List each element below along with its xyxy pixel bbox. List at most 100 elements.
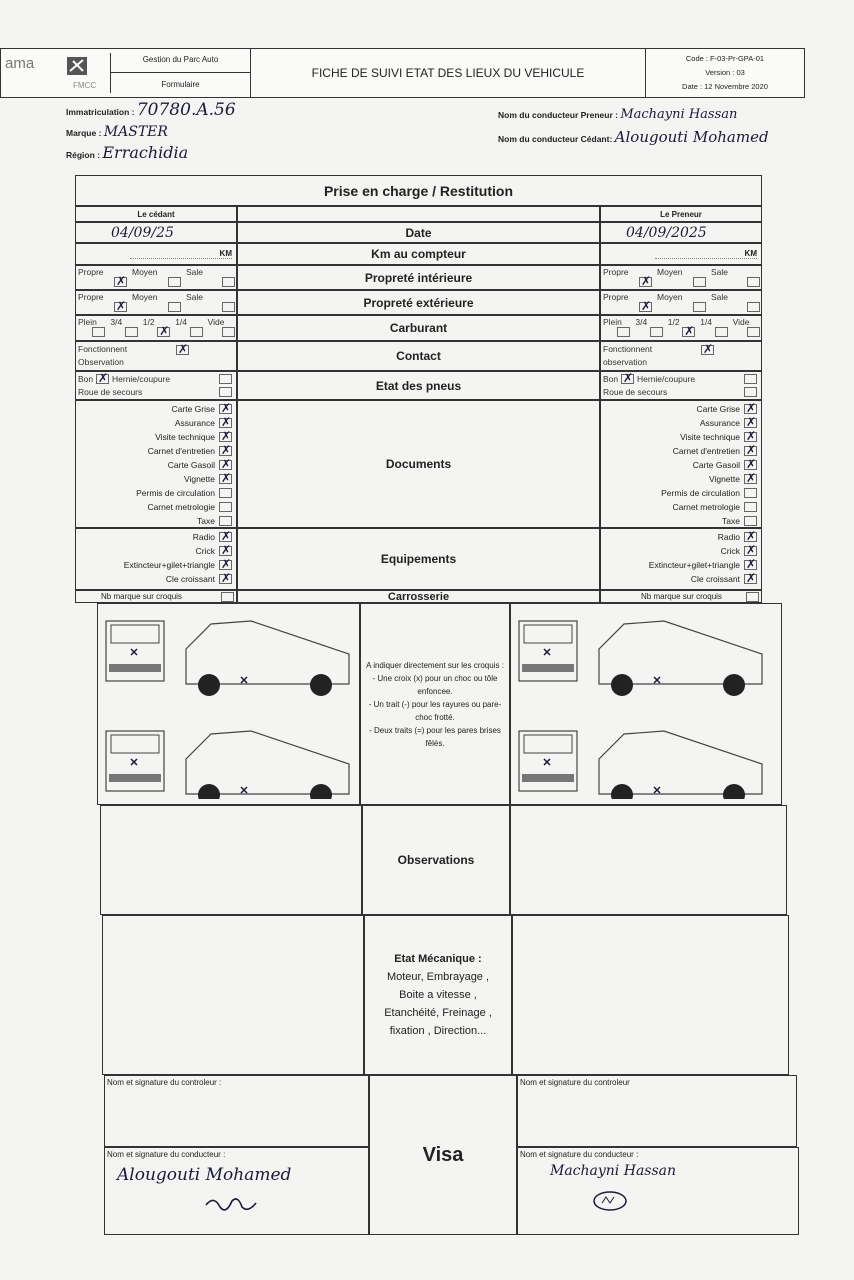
- van-bumper: [109, 664, 161, 672]
- checkbox[interactable]: [744, 557, 757, 571]
- row-label-carrosserie: Carrosserie: [237, 590, 600, 603]
- cedant-date[interactable]: 04/09/25: [75, 222, 237, 243]
- checkbox[interactable]: [747, 327, 760, 337]
- checkbox[interactable]: [219, 516, 232, 526]
- cedant-equipements[interactable]: RadioCrickExtincteur+gilet+triangleCle c…: [75, 528, 237, 590]
- checkbox[interactable]: [744, 502, 757, 512]
- cedant-prop_ext[interactable]: PropreMoyenSale: [75, 290, 237, 315]
- checkbox[interactable]: [222, 327, 235, 337]
- checkbox[interactable]: [693, 302, 706, 312]
- checkbox[interactable]: [168, 302, 181, 312]
- checkbox[interactable]: [746, 591, 759, 602]
- checkbox[interactable]: [744, 387, 757, 397]
- checkbox[interactable]: [744, 516, 757, 526]
- item-label: Cle croissant: [165, 574, 215, 584]
- preneur-prop_int[interactable]: PropreMoyenSale: [600, 265, 762, 290]
- km-field[interactable]: KM: [654, 249, 757, 259]
- cedant-carrosserie[interactable]: Nb marque sur croquis: [75, 590, 237, 603]
- checkbox[interactable]: [744, 401, 757, 415]
- cedant-prop_int[interactable]: PropreMoyenSale: [75, 265, 237, 290]
- checkbox[interactable]: [219, 557, 232, 571]
- sketch-cedant[interactable]: [97, 603, 360, 805]
- mecanique-cedant[interactable]: [102, 915, 364, 1075]
- checkbox[interactable]: [124, 327, 138, 337]
- checkbox[interactable]: [744, 415, 757, 429]
- checkbox[interactable]: [747, 302, 760, 312]
- checkbox[interactable]: [649, 327, 663, 337]
- preneur-carrosserie[interactable]: Nb marque sur croquis: [600, 590, 762, 603]
- checkbox[interactable]: [744, 529, 757, 543]
- observations-preneur[interactable]: [510, 805, 787, 915]
- checkbox[interactable]: [219, 374, 232, 384]
- checkbox[interactable]: [114, 299, 127, 313]
- checkbox[interactable]: [176, 342, 189, 356]
- checkbox[interactable]: [747, 277, 760, 287]
- checkbox[interactable]: [744, 374, 757, 384]
- controleur-sig-left[interactable]: Nom et signature du controleur :: [104, 1075, 369, 1147]
- checkbox[interactable]: [639, 274, 652, 288]
- checkbox[interactable]: [222, 277, 235, 287]
- conducteur-sig-left[interactable]: Nom et signature du conducteur : Alougou…: [104, 1147, 369, 1235]
- preneur-documents[interactable]: Carte GriseAssuranceVisite techniqueCarn…: [600, 400, 762, 528]
- checkbox[interactable]: [219, 401, 232, 415]
- checkbox[interactable]: [219, 543, 232, 557]
- checkbox[interactable]: [219, 471, 232, 485]
- checkbox[interactable]: [114, 274, 127, 288]
- preneur-km[interactable]: KM: [600, 243, 762, 265]
- checkbox[interactable]: [221, 591, 234, 602]
- damage-mark: [130, 648, 248, 684]
- checkbox[interactable]: [693, 277, 706, 287]
- checkbox[interactable]: [744, 488, 757, 498]
- cedant-documents[interactable]: Carte GriseAssuranceVisite techniqueCarn…: [75, 400, 237, 528]
- checkbox[interactable]: [744, 571, 757, 585]
- checkbox[interactable]: [744, 543, 757, 557]
- form-title: FICHE DE SUIVI ETAT DES LIEUX DU VEHICUL…: [251, 49, 646, 97]
- checkbox[interactable]: [682, 324, 696, 338]
- mecanique-preneur[interactable]: [512, 915, 789, 1075]
- checkbox[interactable]: [219, 387, 232, 397]
- checkbox[interactable]: [219, 571, 232, 585]
- checkbox[interactable]: [189, 327, 203, 337]
- checkbox[interactable]: [168, 277, 181, 287]
- signature-preneur: Machayni Hassan: [550, 1163, 677, 1179]
- checkbox[interactable]: [617, 327, 631, 337]
- cedant-head: Le cédant: [75, 206, 237, 222]
- sketch-preneur[interactable]: [510, 603, 782, 805]
- preneur-prop_ext[interactable]: PropreMoyenSale: [600, 290, 762, 315]
- checkbox[interactable]: [744, 471, 757, 485]
- controleur-sig-right[interactable]: Nom et signature du controleur: [517, 1075, 797, 1147]
- checkbox[interactable]: [219, 529, 232, 543]
- mecanique-line: fixation , Direction...: [389, 1025, 487, 1037]
- pneu-option: Hernie/coupure: [637, 374, 696, 384]
- checkbox[interactable]: [219, 443, 232, 457]
- list-item: Visite technique: [76, 429, 232, 444]
- checkbox[interactable]: [744, 457, 757, 471]
- checkbox[interactable]: [219, 502, 232, 512]
- checkbox[interactable]: [219, 429, 232, 443]
- checkbox[interactable]: [157, 324, 171, 338]
- checkbox[interactable]: [219, 457, 232, 471]
- checkbox[interactable]: [219, 488, 232, 498]
- checkbox[interactable]: [701, 342, 714, 356]
- checkbox[interactable]: [744, 429, 757, 443]
- checkbox[interactable]: [222, 302, 235, 312]
- cedant-km[interactable]: KM: [75, 243, 237, 265]
- observations-cedant[interactable]: [100, 805, 362, 915]
- checkbox[interactable]: [744, 443, 757, 457]
- km-field[interactable]: KM: [129, 249, 232, 259]
- preneur-equipements[interactable]: RadioCrickExtincteur+gilet+triangleCle c…: [600, 528, 762, 590]
- checkbox[interactable]: [92, 327, 106, 337]
- checkbox[interactable]: [714, 327, 728, 337]
- conducteur-sig-right[interactable]: Nom et signature du conducteur : Machayn…: [517, 1147, 799, 1235]
- checkbox[interactable]: [639, 299, 652, 313]
- checkbox[interactable]: [219, 415, 232, 429]
- checkbox[interactable]: [96, 371, 109, 385]
- checkbox[interactable]: [621, 371, 634, 385]
- preneur-date[interactable]: 04/09/2025: [600, 222, 762, 243]
